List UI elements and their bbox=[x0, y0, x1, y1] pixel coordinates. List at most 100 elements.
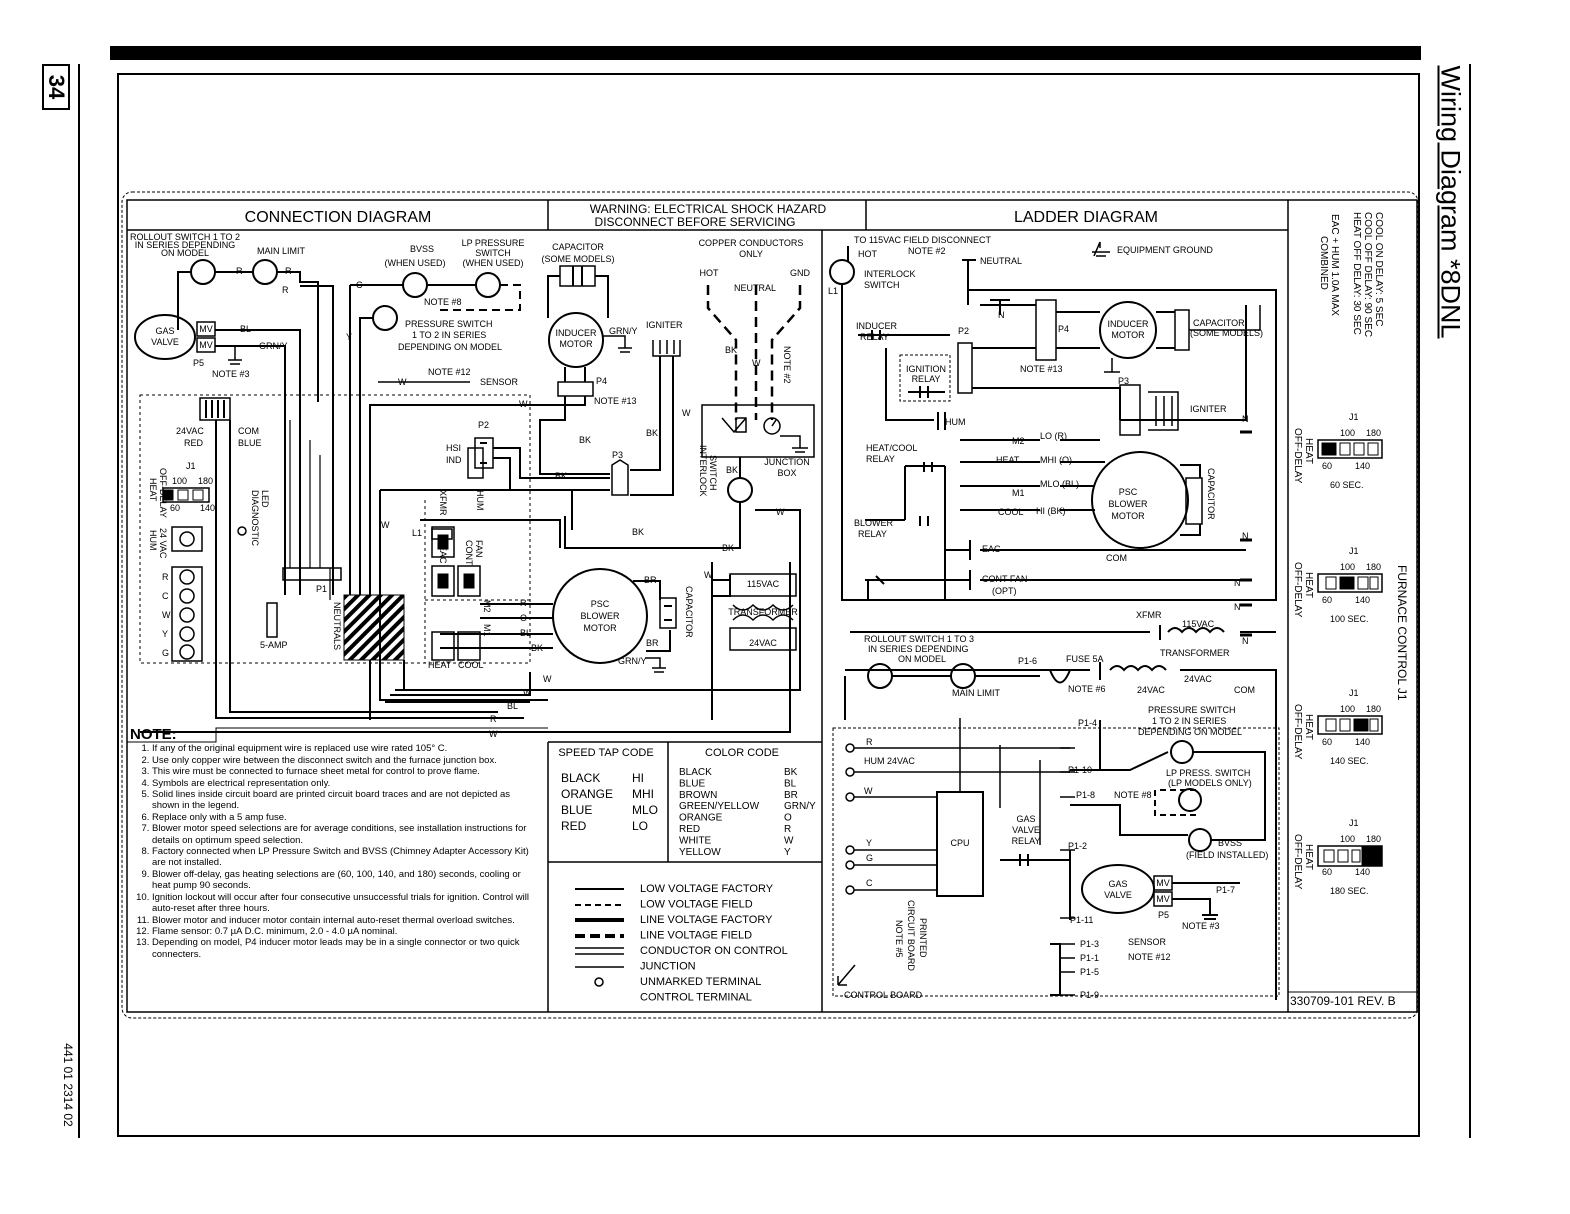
l-heat-cool-relay: RELAY bbox=[866, 454, 895, 464]
jumper-off-delay: OFF-DELAY bbox=[1292, 834, 1303, 890]
c-inducer-motor: MOTOR bbox=[559, 339, 593, 349]
speed-tap-color: ORANGE bbox=[561, 787, 613, 801]
notes-block: NOTE: If any of the original equipment w… bbox=[130, 726, 530, 960]
jumper-off-delay: OFF-DELAY bbox=[1292, 704, 1303, 760]
c-com: COM bbox=[238, 426, 259, 436]
l-y: Y bbox=[866, 838, 872, 848]
c-hum-24: 24 VAC bbox=[158, 528, 168, 559]
l-p5: P5 bbox=[1158, 910, 1169, 920]
l-valve: VALVE bbox=[1104, 890, 1132, 900]
c-gnd: GND bbox=[790, 268, 811, 278]
notes-heading: NOTE: bbox=[130, 726, 177, 743]
c-blue: BLUE bbox=[238, 438, 262, 448]
note-item: Blower motor and inducer motor contain i… bbox=[152, 915, 530, 926]
l-115vac: 115VAC bbox=[1182, 619, 1215, 629]
color-code-title: COLOR CODE bbox=[705, 747, 779, 759]
l-inducer-relay: INDUCER bbox=[856, 321, 898, 331]
c-pressure-switch: PRESSURE SWITCH bbox=[405, 319, 493, 329]
c-interlock-switch: SWITCH bbox=[708, 455, 718, 491]
c-interlock: INTERLOCK bbox=[698, 445, 708, 497]
c-term-c: C bbox=[162, 591, 169, 601]
color-code-name: ORANGE bbox=[679, 813, 723, 824]
c-wire-o: O bbox=[520, 613, 527, 623]
jumper-140: 140 bbox=[1355, 595, 1370, 605]
l-printed3: NOTE #5 bbox=[894, 920, 904, 958]
jumper-60: 60 bbox=[1322, 461, 1332, 471]
color-code-name: BLACK bbox=[679, 767, 712, 778]
left-rule bbox=[78, 64, 80, 1138]
c-gas: GAS bbox=[155, 326, 174, 336]
c-hot: HOT bbox=[700, 268, 720, 278]
speed-tap-title: SPEED TAP CODE bbox=[558, 747, 653, 759]
l-capacitor-v: CAPACITOR bbox=[1206, 468, 1216, 520]
speed-tap-speed: LO bbox=[632, 819, 648, 833]
color-code-abbr: BL bbox=[784, 778, 797, 789]
jumper-seconds: 180 SEC. bbox=[1330, 886, 1369, 896]
c-m2: M2 bbox=[482, 600, 492, 613]
c-wire-r5: R bbox=[520, 598, 527, 608]
l-opt: (OPT) bbox=[992, 586, 1017, 596]
color-code-abbr: R bbox=[784, 824, 791, 835]
legend-item: CONTROL TERMINAL bbox=[640, 992, 752, 1004]
jumper-180: 180 bbox=[1366, 704, 1381, 714]
l-ignition: IGNITION bbox=[906, 364, 946, 374]
l-equipment-ground: EQUIPMENT GROUND bbox=[1117, 245, 1213, 255]
c-junction: JUNCTION bbox=[764, 457, 810, 467]
l-interlock-switch: SWITCH bbox=[864, 280, 900, 290]
c-term-r: R bbox=[162, 572, 169, 582]
c-wire-w9: W bbox=[489, 729, 498, 739]
c-p5: P5 bbox=[193, 358, 204, 368]
c-capacitor2: (SOME MODELS) bbox=[541, 254, 614, 264]
c-wire-w2: W bbox=[519, 399, 528, 409]
jumper-100: 100 bbox=[1340, 704, 1355, 714]
warning-line1: WARNING: ELECTRICAL SHOCK HAZARD bbox=[590, 202, 827, 216]
l-com2: COM bbox=[1234, 685, 1255, 695]
jumper-60: 60 bbox=[1322, 595, 1332, 605]
l-note13: NOTE #13 bbox=[1020, 364, 1063, 374]
note-item: Blower motor speed selections are for av… bbox=[152, 823, 530, 846]
c-psc: PSC bbox=[591, 599, 610, 609]
c-wire-w3: W bbox=[682, 408, 691, 418]
c-p2: P2 bbox=[478, 420, 489, 430]
c-wire-y: Y bbox=[346, 332, 352, 342]
c-inducer: INDUCER bbox=[555, 328, 597, 338]
c-copper2: ONLY bbox=[739, 249, 763, 259]
legend-item: LINE VOLTAGE FIELD bbox=[640, 930, 752, 942]
l-printed2: CIRCUIT BOARD bbox=[906, 900, 916, 971]
c-note8: NOTE #8 bbox=[424, 297, 462, 307]
c-note12: NOTE #12 bbox=[428, 367, 471, 377]
legend-item: JUNCTION bbox=[640, 961, 696, 973]
c-hum2: HUM bbox=[475, 490, 485, 511]
l-p19: P1-9 bbox=[1080, 990, 1099, 1000]
l-sensor: SENSOR bbox=[1128, 937, 1167, 947]
c-led: LED bbox=[260, 490, 270, 508]
c-capacitor: CAPACITOR bbox=[552, 242, 604, 252]
l-pressure2: 1 TO 2 IN SERIES bbox=[1152, 716, 1226, 726]
l-rollout: ROLLOUT SWITCH 1 TO 3 bbox=[864, 634, 974, 644]
l-to115: TO 115VAC FIELD DISCONNECT bbox=[854, 235, 992, 245]
c-grny3: GRN/Y bbox=[618, 656, 647, 666]
c-wire-bl: BL bbox=[240, 324, 251, 334]
speed-tap-speed: MLO bbox=[632, 803, 658, 817]
note-item: This wire must be connected to furnace s… bbox=[152, 766, 530, 777]
l-heat-cool: HEAT/COOL bbox=[866, 443, 917, 453]
c-xfmr: XFMR bbox=[438, 490, 448, 516]
l-bvss2: (FIELD INSTALLED) bbox=[1186, 850, 1268, 860]
jumper-seconds: 140 SEC. bbox=[1330, 756, 1369, 766]
speed-tap-color: BLUE bbox=[561, 803, 592, 817]
color-code-abbr: Y bbox=[784, 847, 791, 858]
c-115vac: 115VAC bbox=[747, 579, 780, 589]
l-gv3: RELAY bbox=[1012, 836, 1041, 846]
c-wire-w1: W bbox=[398, 377, 407, 387]
furnace-control: FURNACE CONTROL J1 bbox=[1395, 565, 1409, 701]
color-code-name: BROWN bbox=[679, 790, 717, 801]
c-wire-br1: BR bbox=[644, 575, 657, 585]
l-ignition-relay: RELAY bbox=[912, 374, 941, 384]
c-wire-w4: W bbox=[381, 520, 390, 530]
delay-combined: COMBINED bbox=[1318, 236, 1329, 290]
legend-item: UNMARKED TERMINAL bbox=[640, 976, 761, 988]
l-psc: PSC bbox=[1119, 487, 1138, 497]
jumper-100: 100 bbox=[1340, 562, 1355, 572]
l-mhi: MHI (O) bbox=[1040, 455, 1072, 465]
l-n3: N bbox=[1242, 531, 1249, 541]
